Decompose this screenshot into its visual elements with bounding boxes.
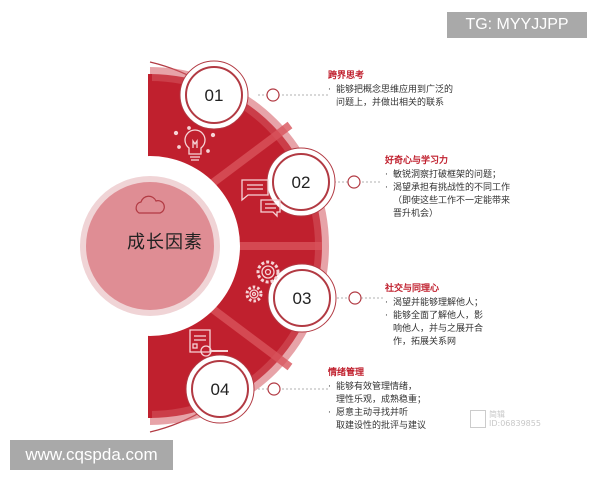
gears-icon bbox=[245, 260, 280, 303]
segment-04-marker bbox=[185, 354, 330, 424]
segment-04-item-cont: 取建设性的批评与建议 bbox=[336, 421, 427, 431]
segment-02-number: 02 bbox=[292, 173, 311, 192]
segment-03-marker bbox=[267, 263, 385, 333]
segment-03-title: 社交与同理心 bbox=[385, 284, 440, 294]
segment-03-item-cont: 响他人，并与之展开合 bbox=[393, 324, 484, 334]
segment-04-item: 能够有效管理情绪， bbox=[328, 381, 426, 394]
segment-02-item-cont: （即使这些工作不一定能带来 bbox=[393, 196, 511, 206]
segment-03-text: 社交与同理心 渴望并能够理解他人； 能够全面了解他人，影 响他人，并与之展开合 … bbox=[385, 283, 483, 349]
segment-02-title: 好奇心与学习力 bbox=[385, 156, 449, 166]
logo-line1: 简辑 bbox=[489, 410, 505, 419]
watermark-url: www.cqspda.com bbox=[10, 440, 173, 470]
center-circle bbox=[86, 182, 214, 310]
watermark-tg: TG: MYYJJPP bbox=[447, 12, 587, 38]
segment-01-marker bbox=[179, 60, 330, 130]
segment-04-item-cont: 理性乐观，成熟稳重； bbox=[336, 395, 427, 405]
segment-02-item: 敏锐洞察打破框架的问题； bbox=[385, 169, 510, 182]
segment-03-item: 能够全面了解他人，影 bbox=[385, 310, 483, 323]
segment-02-item: 渴望承担有挑战性的不同工作 bbox=[385, 182, 510, 195]
cloud-icon bbox=[135, 195, 165, 214]
logo-icon bbox=[470, 410, 486, 428]
segment-02-marker bbox=[266, 147, 380, 217]
segment-01-text: 跨界思考 能够把概念思维应用到广泛的 问题上，并做出相关的联系 bbox=[328, 70, 453, 110]
segment-04-item: 愿意主动寻找并听 bbox=[328, 407, 426, 420]
segment-03-number: 03 bbox=[293, 289, 312, 308]
segment-04-text: 情绪管理 能够有效管理情绪， 理性乐观，成熟稳重； 愿意主动寻找并听 取建设性的… bbox=[328, 367, 426, 433]
segment-01-item-cont: 问题上，并做出相关的联系 bbox=[336, 98, 445, 108]
logo-line2: ID:06839855 bbox=[489, 419, 541, 428]
lightbulb-icon bbox=[173, 126, 216, 161]
document-search-icon bbox=[189, 329, 228, 357]
segment-01-title: 跨界思考 bbox=[328, 71, 365, 81]
segment-03-item: 渴望并能够理解他人； bbox=[385, 297, 483, 310]
segment-01-item: 能够把概念思维应用到广泛的 bbox=[328, 84, 453, 97]
segment-02-item-cont: 晋升机会） bbox=[393, 209, 439, 219]
segment-04-title: 情绪管理 bbox=[328, 368, 365, 378]
center-title: 成长因素 bbox=[127, 232, 203, 253]
segment-04-number: 04 bbox=[211, 380, 230, 399]
segment-03-item-cont: 作，拓展关系网 bbox=[393, 337, 457, 347]
segment-01-number: 01 bbox=[205, 86, 224, 105]
segment-02-text: 好奇心与学习力 敏锐洞察打破框架的问题； 渴望承担有挑战性的不同工作 （即使这些… bbox=[385, 155, 510, 221]
chat-bubbles-icon bbox=[241, 179, 281, 218]
